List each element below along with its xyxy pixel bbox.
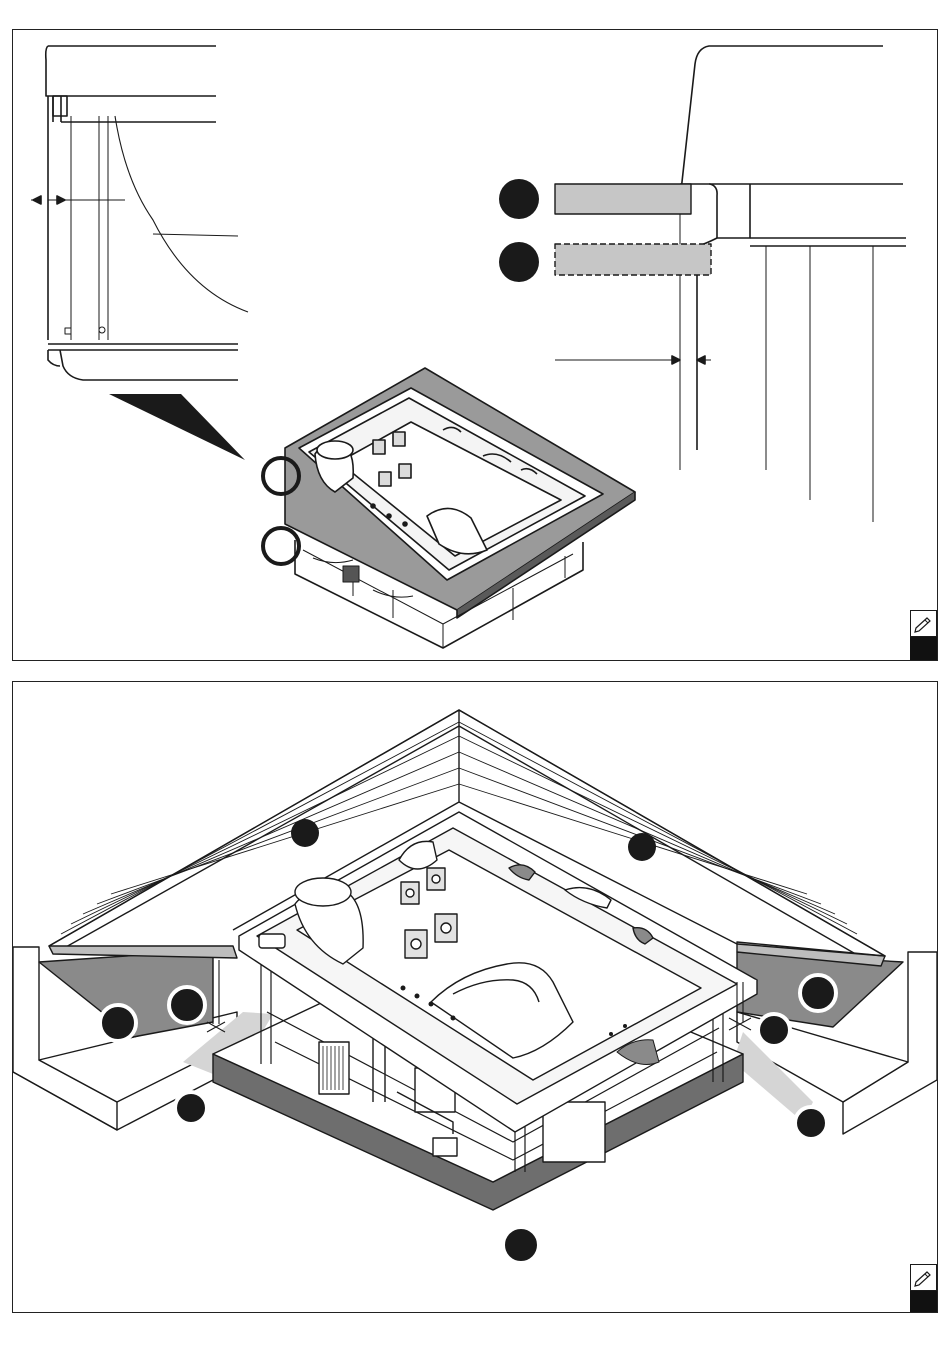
- callout-marker-4: [628, 833, 656, 861]
- pencil-icon: [910, 1264, 937, 1291]
- tub-overview-illustration: [285, 368, 635, 648]
- top-diagram-panel: [12, 29, 938, 661]
- callout-marker-11: [503, 1227, 539, 1263]
- callout-marker-8: [758, 1014, 790, 1046]
- callout-marker-7: [800, 975, 836, 1011]
- callout-marker-10: [795, 1107, 827, 1139]
- left-rim-section-detail: [31, 46, 248, 380]
- callout-marker-1: [499, 179, 539, 219]
- pencil-icon: [910, 610, 937, 637]
- page-marker-block: [910, 1291, 937, 1313]
- zoom-pointer-triangle: [109, 394, 245, 460]
- callout-marker-2: [499, 242, 539, 282]
- page-corner-marker: [910, 610, 937, 660]
- callout-marker-6: [100, 1005, 136, 1041]
- bottom-diagram-panel: [12, 681, 938, 1313]
- base-corner-zoom-circle: [263, 528, 299, 564]
- tub-edge-detail-diagram: [13, 30, 937, 660]
- page-corner-marker: [910, 1264, 937, 1312]
- right-rim-section-detail: [555, 46, 906, 522]
- callout-marker-5: [169, 987, 205, 1023]
- callout-marker-9: [175, 1092, 207, 1124]
- tub-floor-installation-diagram: [13, 682, 937, 1312]
- page-marker-block: [910, 637, 937, 661]
- callout-marker-3: [291, 819, 319, 847]
